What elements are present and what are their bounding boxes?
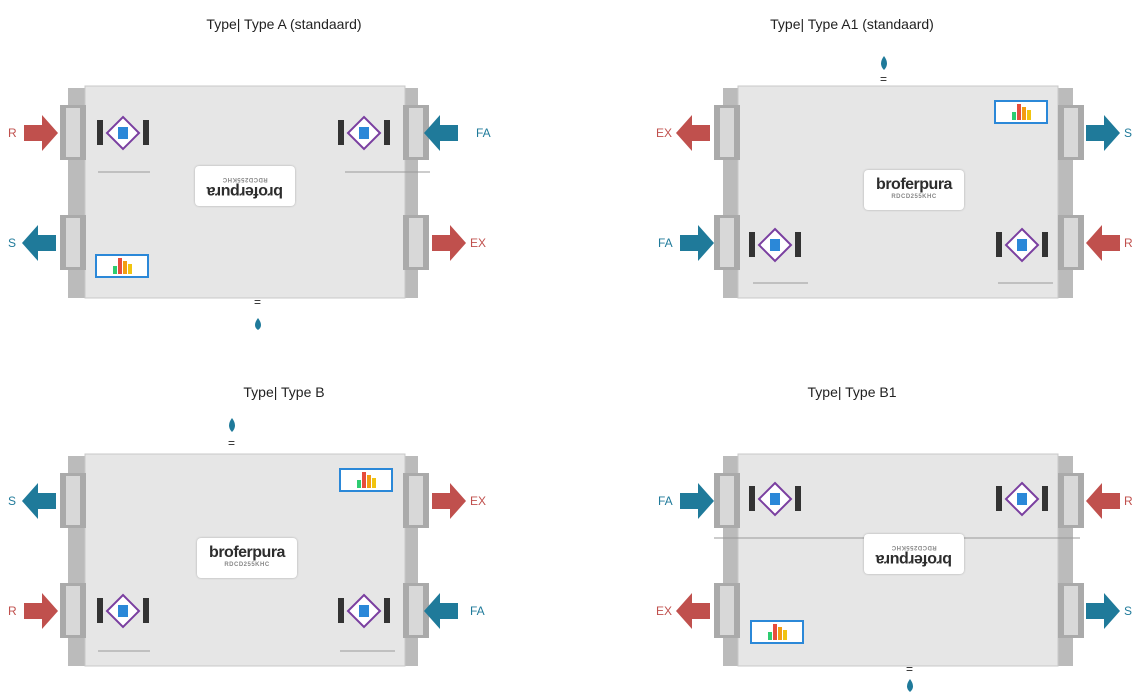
- arrow-in-red-icon: [24, 593, 58, 629]
- port-label-bottom-left: R: [8, 604, 17, 618]
- port-label-bottom-left: EX: [656, 604, 673, 618]
- port-label-top-right: S: [1124, 126, 1133, 140]
- arrow-out-red-icon: [432, 483, 466, 519]
- arrow-out-blue-icon: [22, 483, 56, 519]
- port-label-top-left: S: [8, 494, 17, 508]
- arrow-out-red-icon: [676, 115, 710, 151]
- panel-title: Type| Type B: [243, 384, 325, 400]
- panel-title: Type| Type A (standaard): [206, 16, 362, 32]
- panel-title: Type| Type A1 (standaard): [770, 16, 934, 32]
- panel-type-a1: Type| Type A1 (standaard) broferpura RDC…: [568, 0, 1136, 346]
- water-drop-icon: [229, 418, 235, 432]
- panel-type-b: Type| Type B broferpura RDCD255KHC S EX …: [0, 346, 568, 692]
- port-label-top-right: FA: [476, 126, 491, 140]
- drain-symbol: =: [254, 295, 262, 309]
- ventilation-unit-diagram: [22, 418, 466, 667]
- water-drop-icon: [255, 318, 261, 330]
- port-label-top-right: R: [1124, 494, 1133, 508]
- port-label-bottom-left: FA: [658, 236, 673, 250]
- brand-name: broferpura: [209, 544, 285, 561]
- drain-symbol: =: [906, 662, 914, 676]
- panel-title: Type| Type B1: [807, 384, 897, 400]
- port-label-top-right: EX: [470, 494, 487, 508]
- port-label-top-left: R: [8, 126, 17, 140]
- arrow-in-blue-icon: [680, 483, 714, 519]
- arrow-in-blue-icon: [424, 593, 458, 629]
- port-label-top-left: EX: [656, 126, 673, 140]
- panel-type-a: Type| Type A (standaard) broferpura RDCD…: [0, 0, 568, 346]
- arrow-out-blue-icon: [22, 225, 56, 261]
- water-drop-icon: [907, 679, 913, 692]
- port-label-bottom-right: EX: [470, 236, 487, 250]
- port-label-bottom-right: S: [1124, 604, 1133, 618]
- brand-logo: broferpura RDCD255KHC: [864, 170, 964, 210]
- water-drop-icon: [881, 56, 887, 70]
- arrow-in-blue-icon: [680, 225, 714, 261]
- model-number: RDCD255KHC: [224, 562, 270, 568]
- ventilation-unit-diagram: [676, 56, 1120, 299]
- arrow-in-red-icon: [24, 115, 58, 151]
- panel-type-b1: Type| Type B1 broferpura RDCD255KHC FA R…: [568, 346, 1136, 692]
- arrow-in-blue-icon: [424, 115, 458, 151]
- model-number: RDCD255KHC: [891, 194, 937, 200]
- brand-logo: broferpura RDCD255KHC: [864, 534, 964, 574]
- brand-logo: broferpura RDCD255KHC: [197, 538, 297, 578]
- port-label-bottom-left: S: [8, 236, 17, 250]
- brand-name: broferpura: [876, 176, 952, 193]
- drain-symbol: =: [880, 72, 888, 86]
- ventilation-unit-diagram: [676, 453, 1120, 692]
- arrow-out-blue-icon: [1086, 593, 1120, 629]
- arrow-in-red-icon: [1086, 483, 1120, 519]
- brand-name: broferpura: [876, 551, 952, 568]
- arrow-out-red-icon: [676, 593, 710, 629]
- brand-name: broferpura: [207, 183, 283, 200]
- arrow-out-red-icon: [432, 225, 466, 261]
- port-label-bottom-right: R: [1124, 236, 1133, 250]
- arrow-out-blue-icon: [1086, 115, 1120, 151]
- port-label-top-left: FA: [658, 494, 673, 508]
- brand-logo: broferpura RDCD255KHC: [195, 166, 295, 206]
- drain-symbol: =: [228, 436, 236, 450]
- arrow-in-red-icon: [1086, 225, 1120, 261]
- port-label-bottom-right: FA: [470, 604, 485, 618]
